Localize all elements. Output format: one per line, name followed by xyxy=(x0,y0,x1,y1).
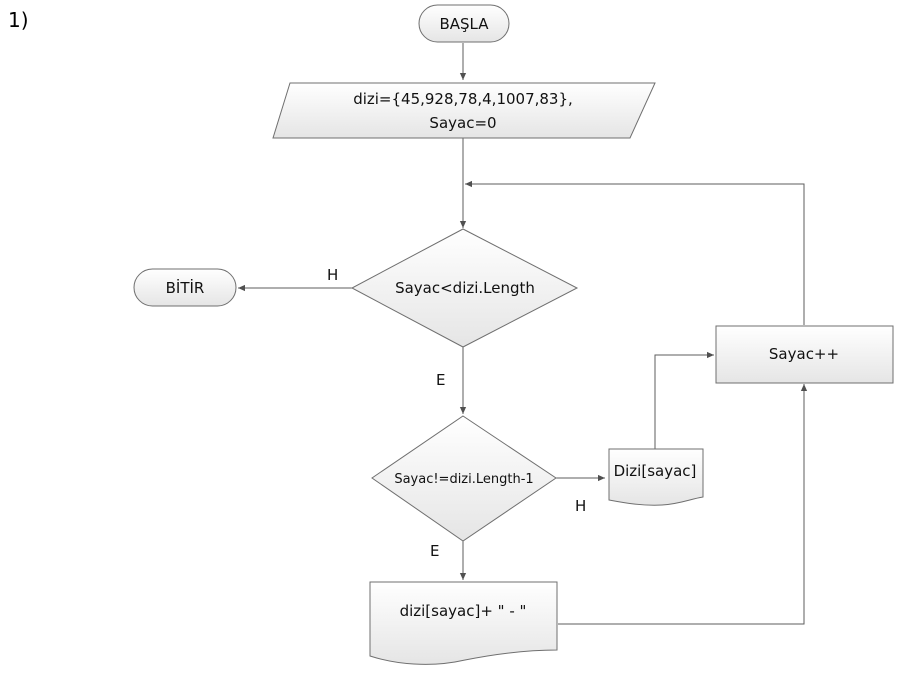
output-item-label: dizi[sayac]+ " - " xyxy=(400,602,527,620)
edge-label-inner-no: H xyxy=(575,497,586,515)
loop-condition-label: Sayac<dizi.Length xyxy=(395,279,535,297)
increment-shape xyxy=(715,325,894,384)
loop-decision-shape xyxy=(350,228,579,348)
end-label: BİTİR xyxy=(166,278,205,297)
output-last-shape xyxy=(608,448,704,506)
edge-label-loop-no: H xyxy=(327,266,338,284)
question-number: 1) xyxy=(8,8,29,32)
input-parallelogram: dizi={45,928,78,4,1007,83}, Sayac=0 xyxy=(272,82,656,139)
edge-output-last-to-increment xyxy=(654,351,714,449)
end-terminator: BİTİR xyxy=(133,268,237,307)
end-shape xyxy=(133,268,237,307)
output-item-shape xyxy=(369,581,558,665)
inner-decision-shape xyxy=(371,415,557,542)
increment-label: Sayac++ xyxy=(769,345,839,363)
edge-output-item-to-increment xyxy=(558,384,808,625)
output-last-label: Dizi[sayac] xyxy=(614,462,697,480)
edge-label-loop-yes: E xyxy=(436,371,445,389)
output-item-document: dizi[sayac]+ " - " xyxy=(369,581,558,665)
inner-decision: Sayac!=dizi.Length-1 xyxy=(371,415,557,542)
start-terminator: BAŞLA xyxy=(418,4,510,43)
connectors xyxy=(238,43,808,625)
input-line-2: Sayac=0 xyxy=(429,114,496,132)
input-shape xyxy=(272,82,656,139)
inner-condition-label: Sayac!=dizi.Length-1 xyxy=(394,472,533,487)
increment-process: Sayac++ xyxy=(715,325,894,384)
start-label: BAŞLA xyxy=(439,15,489,33)
input-line-1: dizi={45,928,78,4,1007,83}, xyxy=(353,90,573,108)
edge-increment-loop-back xyxy=(465,180,805,325)
edge-label-inner-yes: E xyxy=(430,542,439,560)
start-shape xyxy=(418,4,510,43)
loop-decision: Sayac<dizi.Length xyxy=(350,228,579,348)
output-last-document: Dizi[sayac] xyxy=(608,448,704,506)
